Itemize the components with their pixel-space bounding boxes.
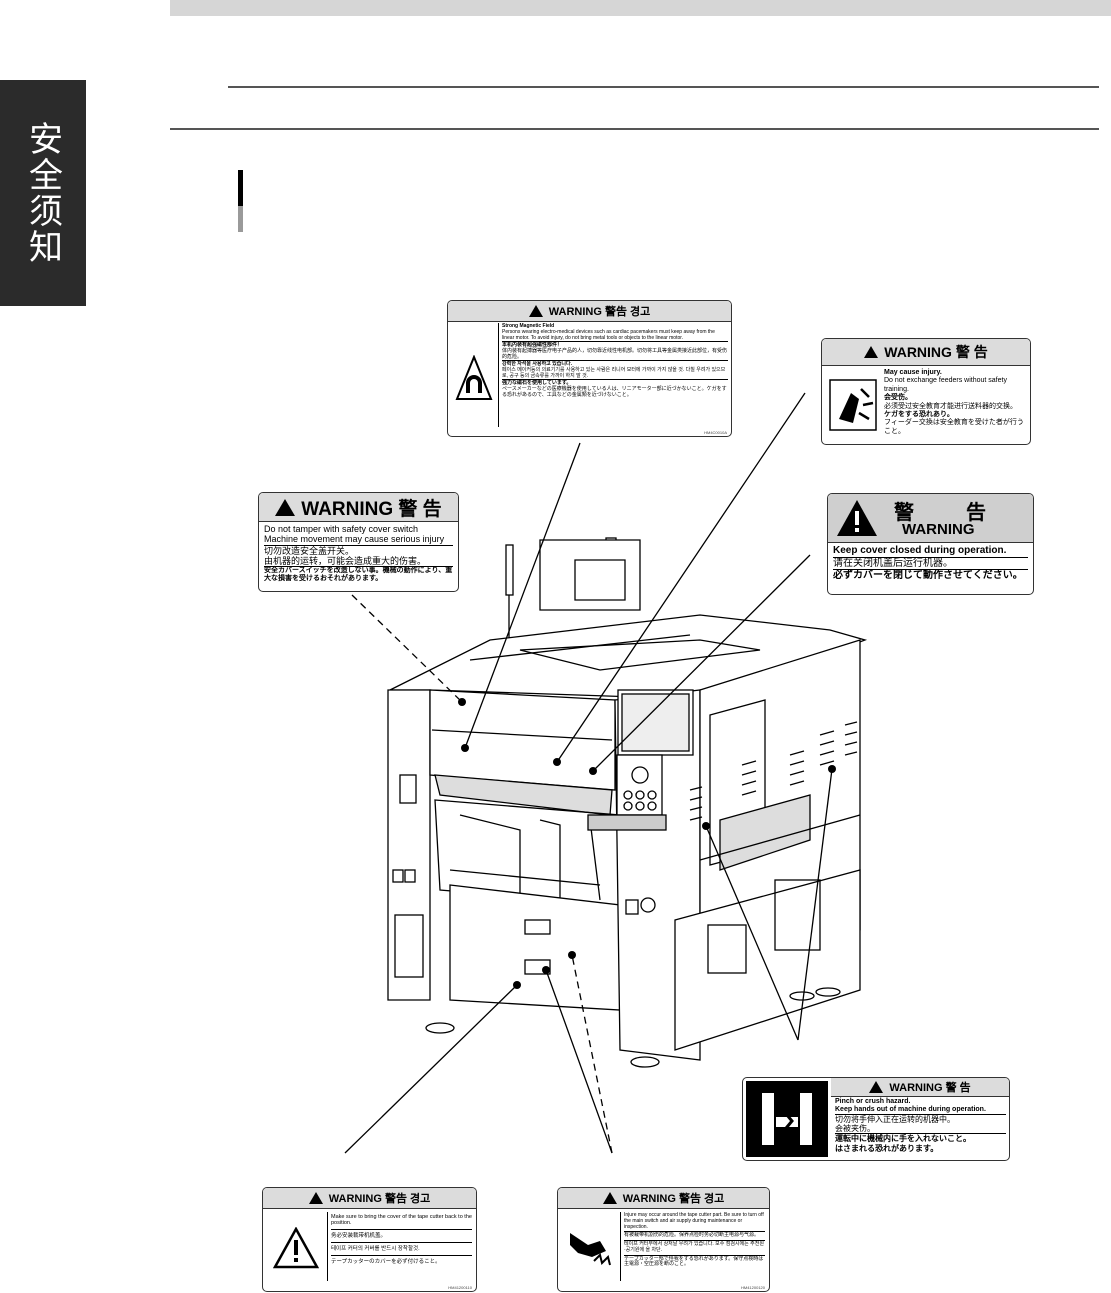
label-header: WARNING 警 告 [884, 344, 988, 360]
chapter-side-tab[interactable]: 安全须知 [0, 80, 86, 306]
cover-closed-en: Keep cover closed during operation. [833, 545, 1028, 558]
hand-injury-icon [826, 369, 880, 441]
magnetic-ja-title: 強力な磁石を使用しています。 [502, 380, 572, 386]
cover-closed-header-en: WARNING [902, 521, 975, 538]
label-header: WARNING 警告 경고 [328, 1193, 431, 1205]
cover-switch-zh-2: 由机器的运转，可能会造成重大的伤害。 [264, 556, 427, 567]
cover-switch-en-2: Machine movement may cause serious injur… [264, 534, 445, 545]
cover-closed-header-jp: 警 告 [894, 502, 990, 524]
warning-triangle-icon [528, 305, 543, 317]
warning-triangle-icon [602, 1192, 617, 1204]
warning-triangle-icon [864, 346, 879, 358]
pinch-en-1: Pinch or crush hazard. [835, 1098, 911, 1105]
label-tape-cutter-injury: WARNING 警告 경고 Injure may occur around th… [557, 1187, 770, 1292]
cover-closed-zh: 请在关闭机盖后运行机器。 [833, 558, 1028, 570]
magnetic-ja-text: ペースメーカーなどの医療機器を使用している人は、リニアモーター部に近づかないこと… [502, 386, 727, 398]
section-marker [238, 170, 243, 232]
pinch-ja-2: はさまれる恐れがあります。 [835, 1143, 939, 1153]
pinch-en-2: Keep hands out of machine during operati… [835, 1106, 986, 1114]
tape-cover-ja: テープカッターのカバーを必ず付けること。 [331, 1259, 441, 1266]
caution-triangle-icon [267, 1212, 325, 1284]
feeder-ja-1: ケガをする恐れあり。 [884, 410, 954, 418]
feeder-ja-2: フィーダー交換は安全教育を受けた者が行うこと。 [884, 419, 1024, 435]
chapter-side-tab-label: 安全须知 [22, 121, 63, 265]
pinch-ja-1: 運転中に機械内に手を入れないこと。 [835, 1134, 971, 1144]
cover-switch-ja: 安全カバースイッチを改造しない事。機械の動作により、重大な損害を受けるおそれがあ… [264, 567, 453, 583]
top-bar [170, 0, 1111, 16]
feeder-en-1: May cause injury. [884, 369, 942, 376]
pinch-hand-icon [746, 1081, 828, 1157]
label-header: WARNING 警 告 [301, 498, 442, 520]
label-header: WARNING 警 告 [889, 1082, 971, 1094]
magnetic-zh-text: 体内装有起搏器等医疗电子产品的人，切勿靠近线性电机部。切勿将工具等金属类接近此部… [502, 348, 728, 360]
feeder-zh-2: 必须受过安全教育才能进行送料器的交换。 [884, 402, 1017, 410]
pinch-zh-1: 切勿将手伸入正在运转的机器中。 [835, 1115, 955, 1125]
label-tape-cutter-cover: WARNING 警告 경고 Make sure to bring the cov… [262, 1187, 477, 1292]
feeder-en-2: Do not exchange feeders without safety t… [884, 377, 1007, 393]
pinch-zh-2: 会被夹伤。 [835, 1124, 875, 1134]
warning-triangle-icon [275, 498, 296, 516]
cover-switch-en-1: Do not tamper with safety cover switch [264, 524, 419, 534]
header-rule-lower [170, 128, 1099, 130]
label-safety-cover-switch: WARNING 警 告 Do not tamper with safety co… [258, 492, 459, 592]
cover-switch-zh-1: 切勿改造安全盖开关。 [264, 545, 355, 556]
magnetic-zh-title: 本机内装有超强磁性部件！ [502, 342, 563, 348]
tape-cutter-ref-code: HM41200120 [740, 1285, 765, 1290]
tape-cutter-ja: テープカッター部で怪我をする恐れがあります。保守点検時は主電源・空圧源を断のこと… [624, 1255, 764, 1268]
label-feeder-exchange: WARNING 警 告 May cause injury. Do not exc… [821, 338, 1031, 445]
label-header: WARNING 警告 경고 [622, 1193, 725, 1205]
magnet-icon [452, 327, 496, 431]
tape-cover-ref-code: HM41200110 [448, 1285, 472, 1290]
feeder-zh-1: 会受伤。 [884, 394, 912, 402]
warning-triangle-icon [834, 497, 880, 539]
tape-cover-zh: 务必安装裁带机机盖。 [331, 1230, 472, 1243]
magnetic-en-text: Persons wearing electro-medical devices … [502, 329, 715, 341]
header-rule-upper [228, 86, 1099, 88]
cover-closed-ja: 必ずカバーを閉じて動作させてください。 [833, 570, 1023, 581]
tape-cutter-en: Injure may occur around the tape cutter … [624, 1212, 765, 1233]
label-pinch-hazard: WARNING 警 告 Pinch or crush hazard.Keep h… [742, 1077, 1010, 1161]
magnetic-ko-text: 페이스 메이커등의 의료기기를 사용하고 있는 사람은 리니어 모터에 가까이 … [502, 367, 726, 379]
tape-cover-en: Make sure to bring the cover of the tape… [331, 1212, 472, 1230]
cutter-hand-icon [562, 1212, 618, 1284]
tape-cutter-ko: 테이프 커터부에서 상처날 우려가 있습니다. 보수 점검시에는 주전원·공기원… [624, 1241, 765, 1256]
magnetic-ko-title: 강력한 자석을 사용하고 있습니다. [502, 361, 572, 367]
tape-cutter-zh: 有被裁带机割伤的危险。保养点检时务必切断主电源与气源。 [624, 1232, 765, 1241]
magnetic-title: Strong Magnetic Field [502, 323, 555, 329]
warning-triangle-icon [869, 1081, 884, 1093]
label-header: WARNING 警告 경고 [548, 306, 651, 318]
tape-cover-ko: 테이프 커터의 커버를 반드시 장착할것. [331, 1243, 472, 1257]
magnetic-ref-code: HM4C0010A [704, 430, 727, 435]
label-keep-cover-closed: 警 告 WARNING Keep cover closed during ope… [827, 493, 1034, 595]
warning-triangle-icon [308, 1192, 323, 1204]
